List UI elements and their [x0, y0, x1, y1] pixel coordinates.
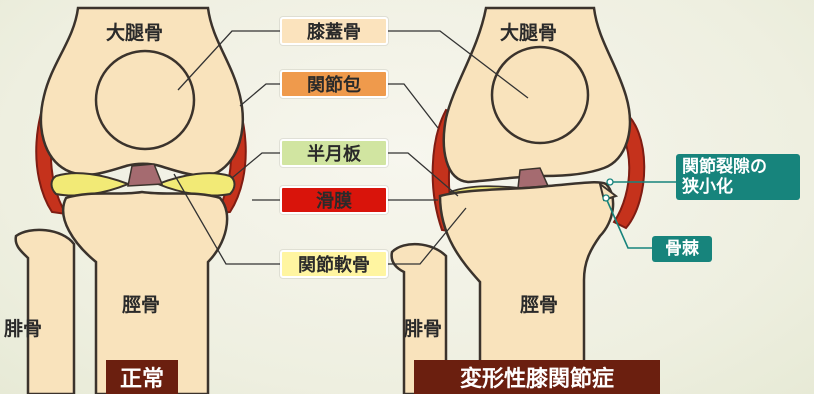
cartilage-label: 関節軟骨	[280, 250, 388, 278]
right-patella	[492, 47, 588, 143]
leader-capsule-left	[240, 84, 280, 106]
leader-narrowing-dot	[607, 179, 613, 185]
osteophyte-callout: 骨棘	[652, 236, 712, 262]
meniscus-label: 半月板	[280, 139, 388, 167]
left-ligament	[128, 164, 162, 186]
joint-space-narrowing-callout: 関節裂隙の 狭小化	[676, 154, 800, 200]
left-femur-label: 大腿骨	[106, 24, 163, 43]
left-patella	[96, 51, 194, 149]
normal-caption: 正常	[106, 360, 178, 394]
left-tibia-label: 脛骨	[122, 296, 160, 315]
capsule-label: 関節包	[280, 70, 388, 98]
synovium-label: 滑膜	[280, 186, 388, 214]
left-meniscus-left	[52, 173, 129, 195]
leader-osteophyte-dot	[603, 195, 609, 201]
patella-label: 膝蓋骨	[280, 17, 388, 45]
left-meniscus-right	[158, 173, 235, 195]
leader-capsule-right	[388, 84, 438, 128]
normal-knee	[16, 8, 246, 394]
right-tibia-label: 脛骨	[520, 296, 558, 315]
right-fibula-label: 腓骨	[404, 320, 442, 339]
oa-caption: 変形性膝関節症	[414, 360, 660, 394]
left-fibula-label: 腓骨	[4, 320, 42, 339]
right-femur-label: 大腿骨	[500, 24, 557, 43]
left-fibula	[16, 230, 74, 394]
